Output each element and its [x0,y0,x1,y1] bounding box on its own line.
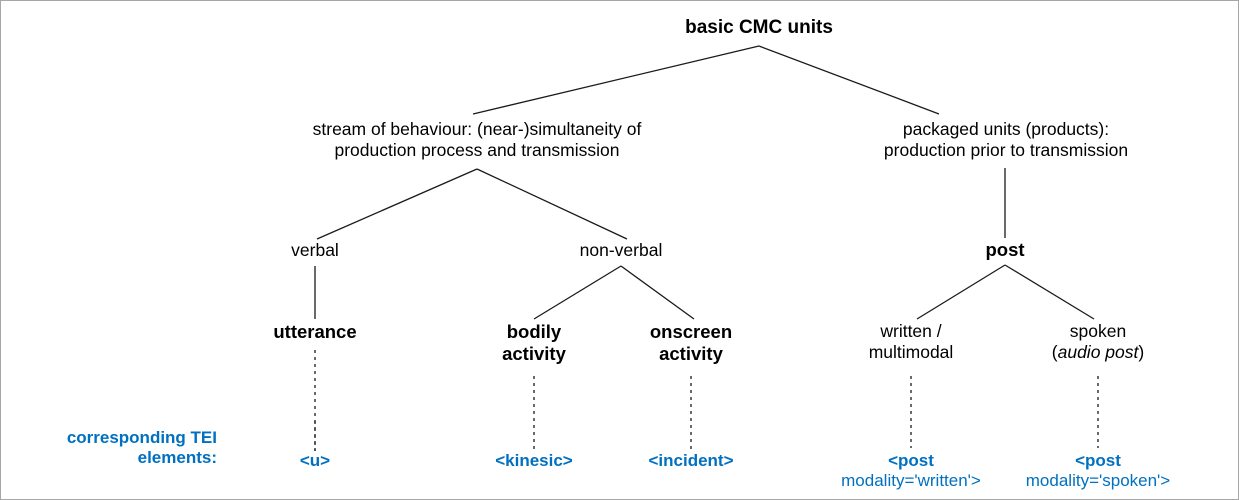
edge-root-to-stream [472,45,760,115]
tei-element-u: <u> [299,451,331,470]
edge-post-to-written [916,264,1006,320]
tei-element-kinesic: <kinesic> [495,451,573,470]
spoken-audio-post-italic: audio post [1057,341,1139,362]
node-packaged-units: packaged units (products): production pr… [883,119,1129,160]
tei-element-incident: <incident> [648,451,734,470]
written-line-2: multimodal [868,341,954,362]
node-basic-cmc-units: basic CMC units [685,17,833,38]
node-verbal: verbal [291,240,339,260]
edge-root-to-packaged [758,45,940,115]
node-non-verbal: non-verbal [579,240,663,260]
node-utterance: utterance [273,321,357,342]
node-onscreen-activity: onscreen activity [649,321,733,364]
post-written-tag: <post [888,451,934,470]
node-stream-of-behaviour: stream of behaviour: (near-)simultaneity… [312,119,642,160]
spoken-paren-open: ( [1051,341,1058,362]
edge-nonverbal-to-onscreen [620,265,695,320]
post-spoken-tag: <post [1075,451,1121,470]
node-bodily-activity: bodily activity [502,321,566,364]
edge-stream-to-verbal [316,168,478,240]
spoken-line-1: spoken [1069,321,1127,341]
node-post: post [985,239,1025,260]
post-spoken-attribute: modality='spoken'> [1025,471,1171,491]
node-written-multimodal: written /multimodal [836,321,986,362]
node-spoken-audio-post: spoken (audio post) [1023,321,1173,362]
edge-post-to-spoken [1004,264,1095,320]
edge-stream-to-nonverbal [476,168,628,240]
tei-caption-label: corresponding TEI elements: [66,428,217,468]
spoken-paren-close: ) [1138,341,1145,362]
post-written-attribute: modality='written'> [841,471,981,491]
edge-nonverbal-to-bodily [533,265,622,320]
written-line-1: written / [880,321,942,341]
